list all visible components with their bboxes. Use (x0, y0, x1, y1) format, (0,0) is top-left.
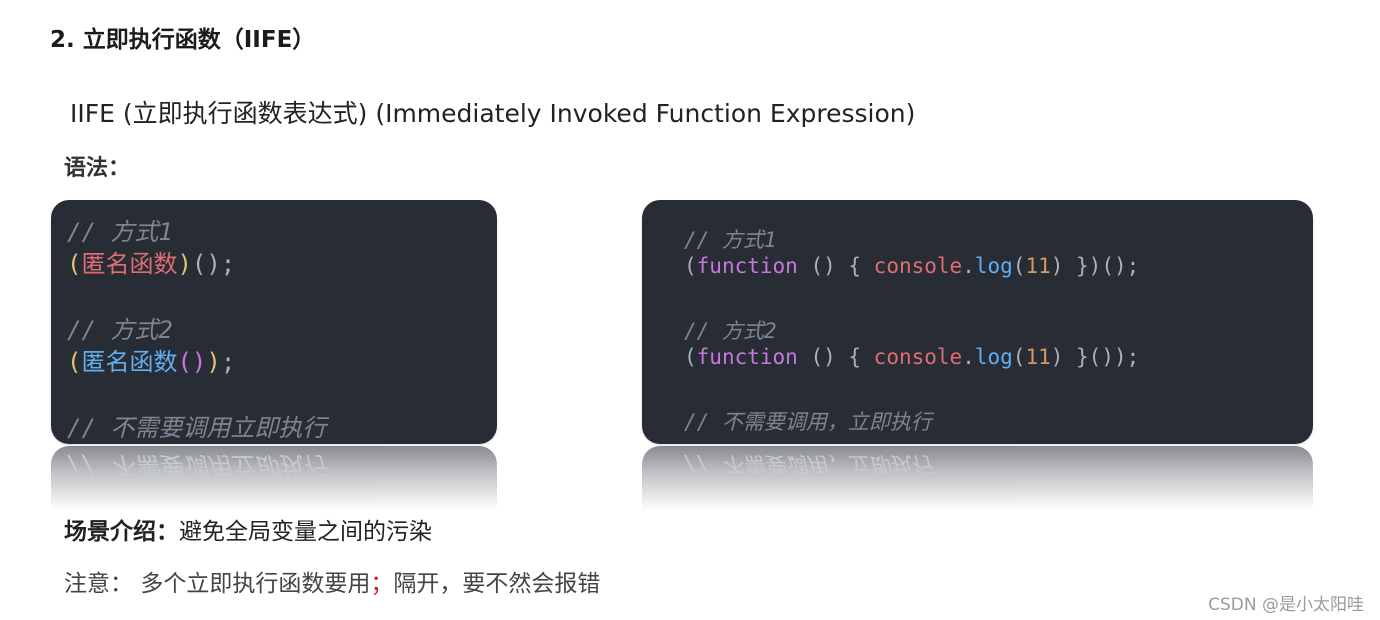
code-panel-right: // 方式1 (function () { console.log(11) })… (642, 200, 1313, 444)
scene-label: 场景介绍： (64, 519, 179, 545)
code-token: ( (67, 348, 82, 376)
code-comment: // 不需要调用，立即执行 (684, 410, 932, 434)
code-token: }()); (1063, 345, 1140, 369)
code-token: 匿名函数 (81, 348, 178, 376)
code-token: 匿名函数 (81, 250, 178, 278)
code-line: (function () { console.log(11) }()); (684, 345, 1139, 369)
reflection-text: // 不需要调用，立即执行 (684, 452, 932, 476)
code-comment: // 方式1 (67, 218, 173, 246)
code-token: 11 (1025, 254, 1051, 278)
code-comment: // 方式2 (684, 319, 777, 343)
code-token: ) (177, 250, 192, 278)
scene-text: 避免全局变量之间的污染 (179, 519, 432, 545)
note-line: 注意： 多个立即执行函数要用；隔开，要不然会报错 (64, 564, 600, 598)
note-text: 多个立即执行函数要用 (140, 571, 371, 597)
code-token: log (974, 254, 1013, 278)
note-label: 注意： (64, 571, 133, 597)
code-token: console (873, 254, 963, 278)
code-line: (function () { console.log(11) })(); (684, 254, 1139, 278)
code-comment: // 不需要调用立即执行 (67, 414, 327, 442)
section-heading: 2. 立即执行函数（IIFE） (50, 27, 316, 53)
scene-intro: 场景介绍：避免全局变量之间的污染 (64, 512, 432, 546)
code-token: . (962, 254, 975, 278)
code-token: ( (67, 250, 82, 278)
note-semicolon: ； (370, 571, 394, 597)
code-token: console (873, 345, 963, 369)
code-token: function (696, 345, 798, 369)
code-token: 11 (1025, 345, 1051, 369)
code-token: log (974, 345, 1013, 369)
code-token: function (696, 254, 798, 278)
code-token: ( (1012, 345, 1026, 369)
code-panel-left: // 方式1 (匿名函数)(); // 方式2 (匿名函数()); // 不需要… (51, 200, 497, 444)
code-token: })(); (1063, 254, 1140, 278)
code-token: ) (1050, 345, 1064, 369)
code-token: ; (220, 348, 236, 376)
code-token: ( (1012, 254, 1026, 278)
code-comment: // 方式2 (67, 316, 173, 344)
code-line: (匿名函数()); (67, 342, 235, 377)
intro-text: IIFE (立即执行函数表达式) (Immediately Invoked Fu… (70, 99, 916, 128)
code-token: ( (684, 254, 697, 278)
note-text: 隔开，要不然会报错 (393, 571, 601, 597)
panel-reflection: // 不需要调用，立即执行 (642, 446, 1313, 510)
code-token: () { (797, 254, 874, 278)
code-token: ( (684, 345, 697, 369)
code-token: ) (1050, 254, 1064, 278)
panel-reflection: // 不需要调用立即执行 (51, 446, 497, 510)
code-line: (匿名函数)(); (67, 244, 235, 279)
code-token: ) (206, 348, 221, 376)
watermark: CSDN @是小太阳哇 (1208, 595, 1364, 615)
syntax-label: 语法： (64, 156, 131, 181)
reflection-text: // 不需要调用立即执行 (67, 451, 327, 479)
code-token: . (962, 345, 975, 369)
code-token: () (177, 348, 207, 376)
code-token: () { (797, 345, 874, 369)
code-token: (); (191, 250, 236, 278)
code-comment: // 方式1 (684, 228, 777, 252)
